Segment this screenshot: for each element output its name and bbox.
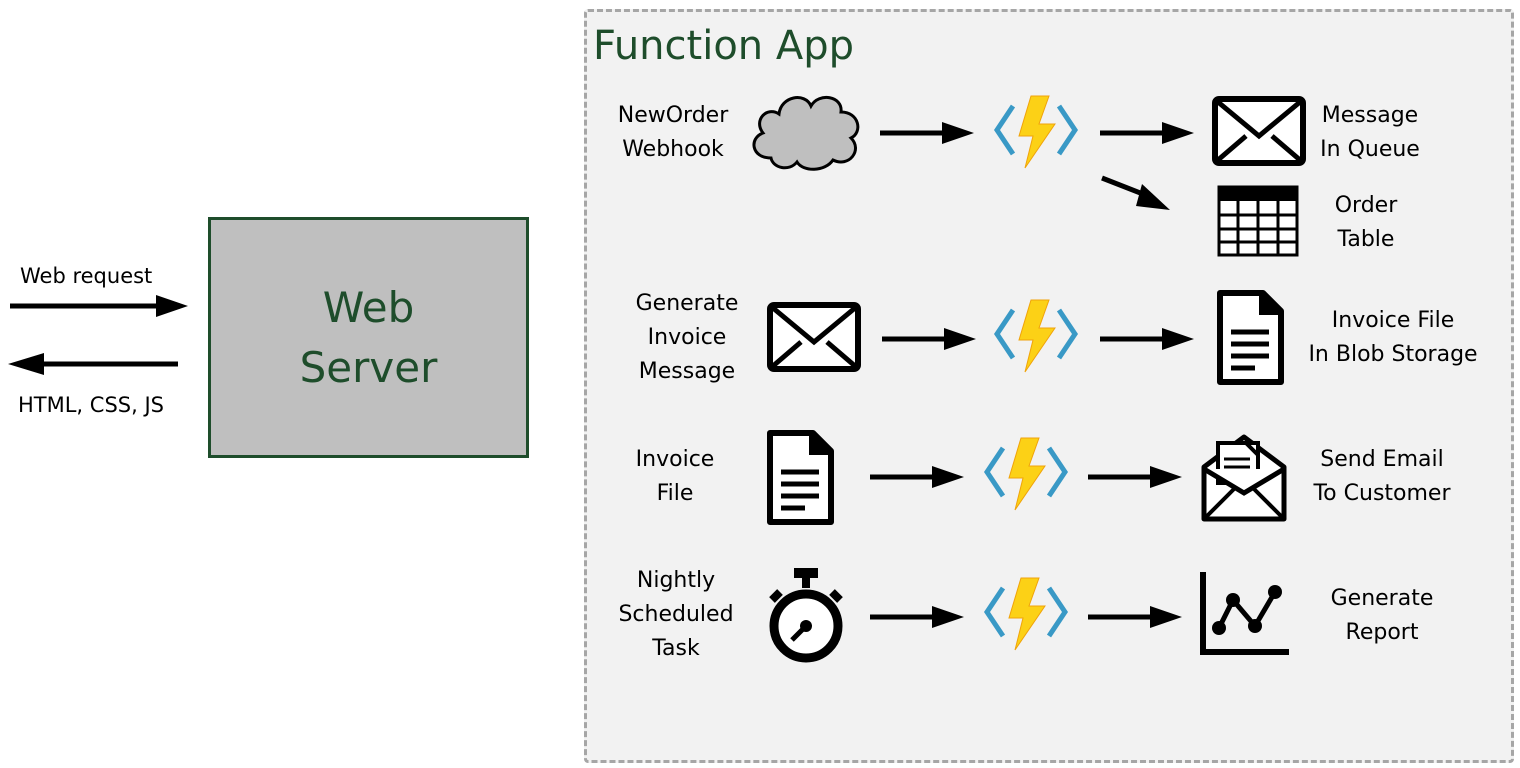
output-label-order-table: Order Table bbox=[1334, 193, 1398, 252]
web-server-box: Web Server bbox=[208, 217, 529, 458]
response-arrow bbox=[8, 353, 178, 375]
envelope-icon bbox=[767, 302, 861, 372]
trigger-label-generate-invoice-message: Generate Invoice Message bbox=[635, 291, 739, 384]
document-icon bbox=[767, 430, 834, 525]
arrow-function-to-report bbox=[1088, 606, 1182, 628]
response-label: HTML, CSS, JS bbox=[18, 393, 164, 417]
azure-function-icon-4 bbox=[983, 577, 1069, 651]
arrow-function-to-blob bbox=[1100, 328, 1194, 350]
arrow-message-to-function bbox=[882, 328, 976, 350]
web-server-label-line2: Server bbox=[299, 342, 438, 392]
output-label-message-queue: Message In Queue bbox=[1320, 103, 1420, 162]
arrow-function-to-queue bbox=[1100, 122, 1194, 144]
open-envelope-icon bbox=[1201, 434, 1287, 522]
trigger-label-invoice-file: Invoice File bbox=[635, 447, 715, 506]
output-label-send-email: Send Email To Customer bbox=[1313, 447, 1451, 506]
stopwatch-icon bbox=[769, 568, 843, 663]
azure-function-icon-3 bbox=[983, 437, 1069, 511]
azure-function-icon-2 bbox=[993, 299, 1079, 373]
function-app-title: Function App bbox=[593, 23, 854, 69]
web-server-label-line1: Web bbox=[322, 282, 415, 332]
arrow-function-to-email bbox=[1088, 466, 1182, 488]
trigger-label-nightly-task: Nightly Scheduled Task bbox=[618, 568, 734, 661]
output-label-generate-report: Generate Report bbox=[1330, 586, 1434, 645]
line-chart-icon bbox=[1200, 572, 1289, 655]
azure-function-icon-1 bbox=[993, 95, 1079, 169]
output-label-invoice-blob: Invoice File In Blob Storage bbox=[1308, 308, 1478, 367]
trigger-label-neworder-webhook: NewOrder Webhook bbox=[617, 103, 729, 162]
web-request-label: Web request bbox=[20, 264, 153, 288]
cloud-icon bbox=[752, 96, 860, 171]
arrow-function-to-table bbox=[1101, 175, 1170, 210]
table-icon bbox=[1217, 185, 1299, 257]
envelope-icon bbox=[1212, 96, 1306, 166]
request-arrow bbox=[10, 295, 188, 317]
arrow-webhook-to-function bbox=[880, 122, 974, 144]
function-app-container bbox=[584, 9, 1514, 763]
document-icon bbox=[1217, 290, 1284, 385]
arrow-timer-to-function bbox=[870, 606, 964, 628]
arrow-file-to-function bbox=[870, 466, 964, 488]
